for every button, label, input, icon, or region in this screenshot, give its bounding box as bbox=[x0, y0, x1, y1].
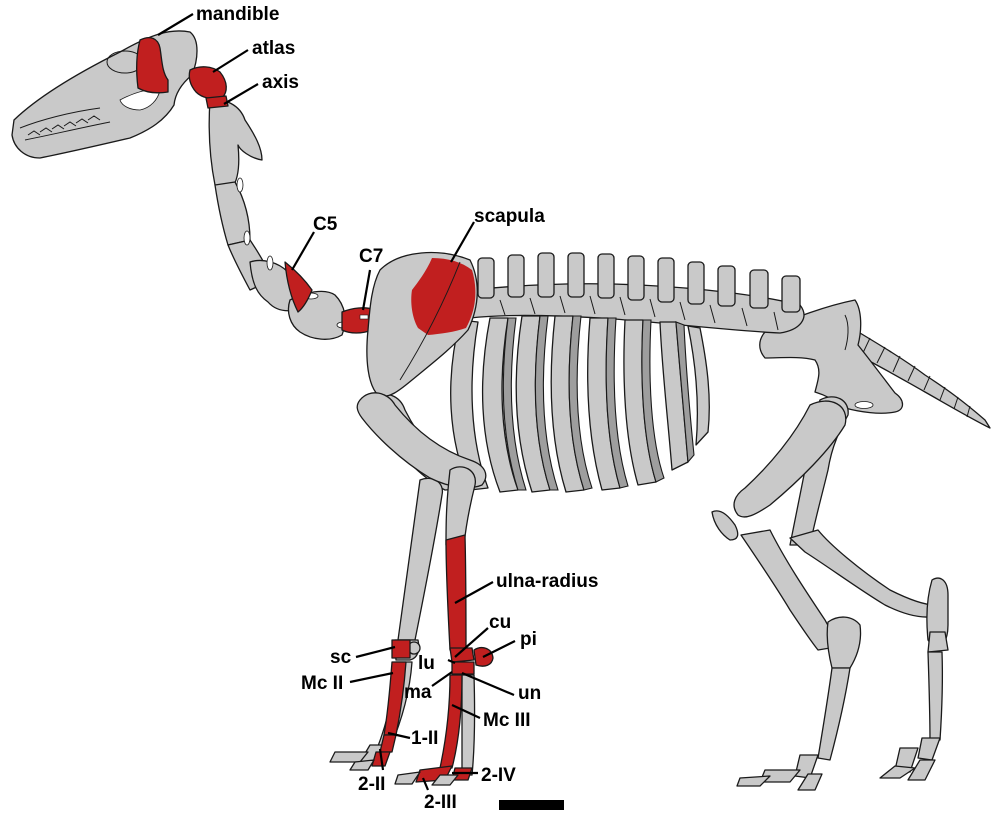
label-atlas: atlas bbox=[252, 38, 295, 59]
ulna-radius-preserved bbox=[445, 534, 467, 651]
hind-limb-near bbox=[711, 400, 862, 791]
label-axis: axis bbox=[262, 72, 299, 93]
fore-limb-near bbox=[356, 392, 494, 786]
label-2-iv: 2-IV bbox=[481, 765, 516, 786]
labels: mandible atlas axis C5 C7 scapula ulna-r… bbox=[196, 4, 598, 813]
scapula bbox=[366, 252, 478, 397]
label-1-ii: 1-II bbox=[411, 728, 438, 749]
leader-lines bbox=[157, 13, 516, 791]
label-pi: pi bbox=[520, 629, 537, 650]
skull bbox=[11, 30, 198, 159]
scale-bar bbox=[499, 800, 564, 810]
atlas-preserved bbox=[188, 66, 227, 100]
label-ma: ma bbox=[404, 682, 432, 703]
label-2-ii: 2-II bbox=[358, 774, 385, 795]
label-lu: lu bbox=[418, 653, 435, 674]
vertebra-c5-preserved bbox=[284, 261, 313, 313]
label-mandible: mandible bbox=[196, 4, 279, 25]
label-c7: C7 bbox=[359, 246, 383, 267]
digit-ii bbox=[349, 639, 411, 771]
label-un: un bbox=[518, 683, 541, 704]
label-scapula: scapula bbox=[474, 206, 545, 227]
label-mc-iii: Mc III bbox=[483, 710, 531, 731]
carpal-sc-preserved bbox=[391, 639, 411, 659]
axis-preserved bbox=[205, 95, 229, 109]
thoracic-lumbar-vertebrae bbox=[469, 252, 805, 334]
rib-cage bbox=[450, 315, 710, 493]
metacarpal-iii-preserved bbox=[439, 674, 463, 769]
metacarpal-ii-preserved bbox=[383, 661, 407, 736]
label-mc-ii: Mc II bbox=[301, 673, 343, 694]
tail-vertebrae bbox=[851, 329, 991, 429]
label-cu: cu bbox=[489, 612, 511, 633]
carpal-un-preserved bbox=[451, 661, 475, 675]
label-c5: C5 bbox=[313, 214, 338, 235]
label-2-iii: 2-III bbox=[424, 792, 457, 813]
label-sc: sc bbox=[330, 647, 352, 668]
mandible-preserved bbox=[136, 37, 169, 94]
label-ulna-radius: ulna-radius bbox=[496, 571, 598, 592]
